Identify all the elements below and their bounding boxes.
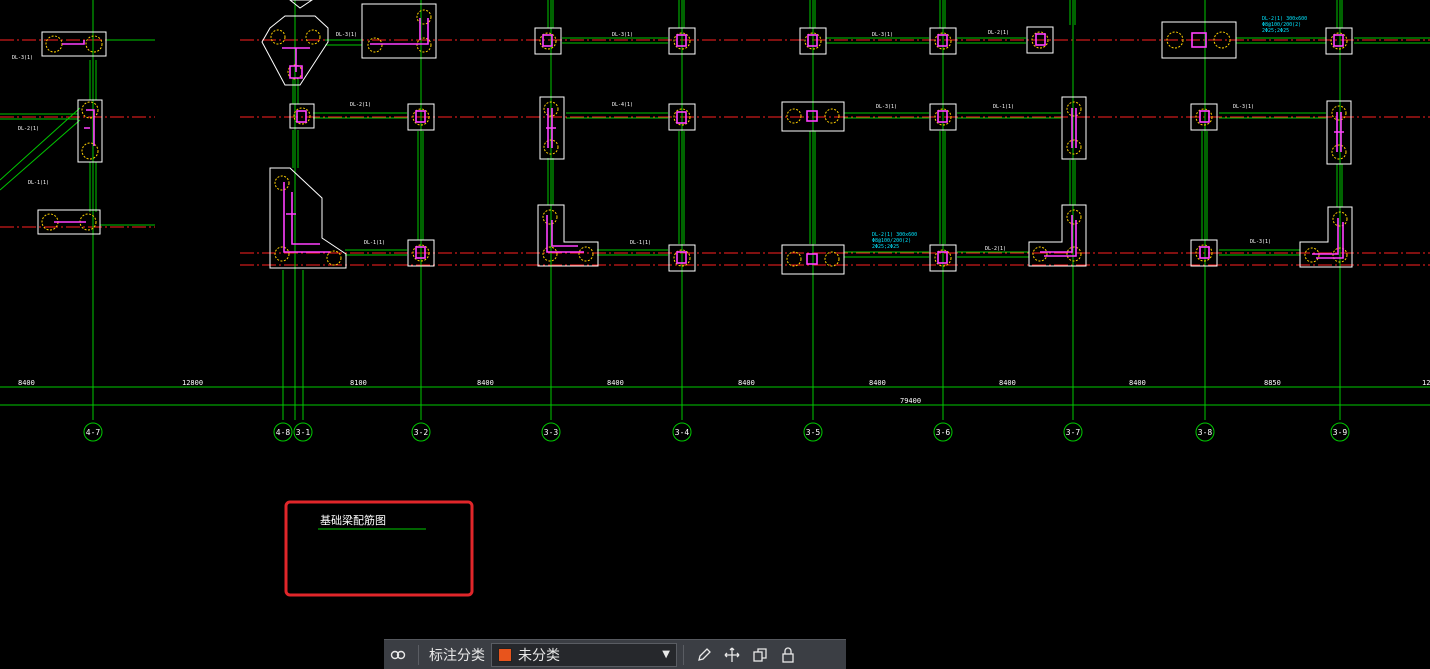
beam-label: DL-3(1) bbox=[1250, 239, 1271, 245]
move-icon[interactable] bbox=[718, 642, 746, 668]
axis-label: 3-4 bbox=[675, 428, 690, 437]
beam-label: DL-2(1) bbox=[350, 102, 371, 108]
rebar-note: Φ8@100/200(2) bbox=[1262, 22, 1301, 28]
drawing-title: 基础梁配筋图 bbox=[320, 513, 386, 527]
toolbar-separator bbox=[683, 644, 684, 665]
dimension-lines bbox=[0, 386, 1430, 406]
toolbar-separator bbox=[418, 644, 419, 665]
axis-label: 4-7 bbox=[86, 428, 101, 437]
axis-label: 3-5 bbox=[806, 428, 821, 437]
axis-label: 3-9 bbox=[1333, 428, 1348, 437]
dimension-text: 8400 bbox=[18, 379, 35, 387]
beam-labels: DL-3(1) DL-2(1) DL-1(1) DL-3(1) DL-2(1) … bbox=[12, 30, 1271, 252]
dimension-text: 8400 bbox=[738, 379, 755, 387]
axis-grid-horizontal bbox=[0, 39, 1430, 266]
axis-label: 4-8 bbox=[276, 428, 291, 437]
dimension-text: 8850 bbox=[1264, 379, 1281, 387]
dimension-text: 8400 bbox=[869, 379, 886, 387]
dimension-text: 8100 bbox=[350, 379, 367, 387]
beam-label: DL-2(1) bbox=[18, 126, 39, 132]
beam-label: DL-3(1) bbox=[336, 32, 357, 38]
axis-grid-vertical bbox=[92, 0, 1341, 420]
beam-label: DL-3(1) bbox=[872, 32, 893, 38]
beam-label: DL-1(1) bbox=[993, 104, 1014, 110]
dimension-text: 8400 bbox=[1129, 379, 1146, 387]
category-dropdown[interactable]: 未分类 ▼ bbox=[491, 642, 677, 667]
axis-label: 3-1 bbox=[296, 428, 311, 437]
link-icon[interactable] bbox=[384, 642, 412, 668]
axis-bubbles[interactable] bbox=[83, 422, 1350, 442]
rebar-note: DL-2(1) 300x600 bbox=[1262, 16, 1307, 22]
dimension-text: 8400 bbox=[999, 379, 1016, 387]
dimension-text: 12800 bbox=[182, 379, 203, 387]
selected-category: 未分类 bbox=[518, 647, 560, 664]
beam-label: DL-1(1) bbox=[28, 180, 49, 186]
beam-label: DL-1(1) bbox=[630, 240, 651, 246]
category-label: 标注分类 bbox=[429, 647, 485, 664]
dimension-total-text: 79400 bbox=[900, 397, 921, 405]
axis-label: 3-6 bbox=[936, 428, 951, 437]
piles bbox=[41, 9, 1348, 267]
columns bbox=[54, 18, 1344, 265]
axis-label: 3-7 bbox=[1066, 428, 1081, 437]
axis-label: 3-8 bbox=[1198, 428, 1213, 437]
beam-label: DL-3(1) bbox=[876, 104, 897, 110]
dimension-text: 12 bbox=[1422, 379, 1430, 387]
beam-label: DL-3(1) bbox=[12, 55, 33, 61]
axis-label: 3-3 bbox=[544, 428, 559, 437]
axis-label: 3-2 bbox=[414, 428, 429, 437]
chevron-down-icon: ▼ bbox=[662, 649, 670, 660]
beam-label: DL-2(1) bbox=[988, 30, 1009, 36]
edit-icon[interactable] bbox=[690, 642, 718, 668]
rebar-notes: DL-2(1) 300x600 Φ8@100/200(2) 2Φ25;2Φ25 … bbox=[872, 16, 1307, 250]
beam-label: DL-4(1) bbox=[612, 102, 633, 108]
pile-caps[interactable] bbox=[37, 0, 1353, 275]
rebar-note: 2Φ25;2Φ25 bbox=[872, 244, 899, 250]
beam-label: DL-3(1) bbox=[1233, 104, 1254, 110]
rebar-note: DL-2(1) 300x600 bbox=[872, 232, 917, 238]
dimension-texts-upper: 8400 12800 8100 8400 8400 8400 8400 8400… bbox=[18, 379, 1430, 387]
axis-labels: 4-7 4-8 3-1 3-2 3-3 3-4 3-5 3-6 3-7 3-8 … bbox=[86, 428, 1348, 437]
beam-label: DL-2(1) bbox=[985, 246, 1006, 252]
rebar-note: 2Φ25;2Φ25 bbox=[1262, 28, 1289, 34]
dimension-text: 8400 bbox=[477, 379, 494, 387]
beam-label: DL-3(1) bbox=[612, 32, 633, 38]
copy-icon[interactable] bbox=[746, 642, 774, 668]
dimension-text: 8400 bbox=[607, 379, 624, 387]
highlight-box bbox=[284, 500, 474, 597]
rebar-note: Φ8@100/200(2) bbox=[872, 238, 911, 244]
beam-label: DL-1(1) bbox=[364, 240, 385, 246]
category-color-swatch bbox=[498, 647, 512, 662]
annotation-toolbar: 标注分类 未分类 ▼ bbox=[384, 639, 846, 669]
lock-icon[interactable] bbox=[774, 642, 802, 668]
foundation-beams bbox=[0, 0, 1430, 258]
